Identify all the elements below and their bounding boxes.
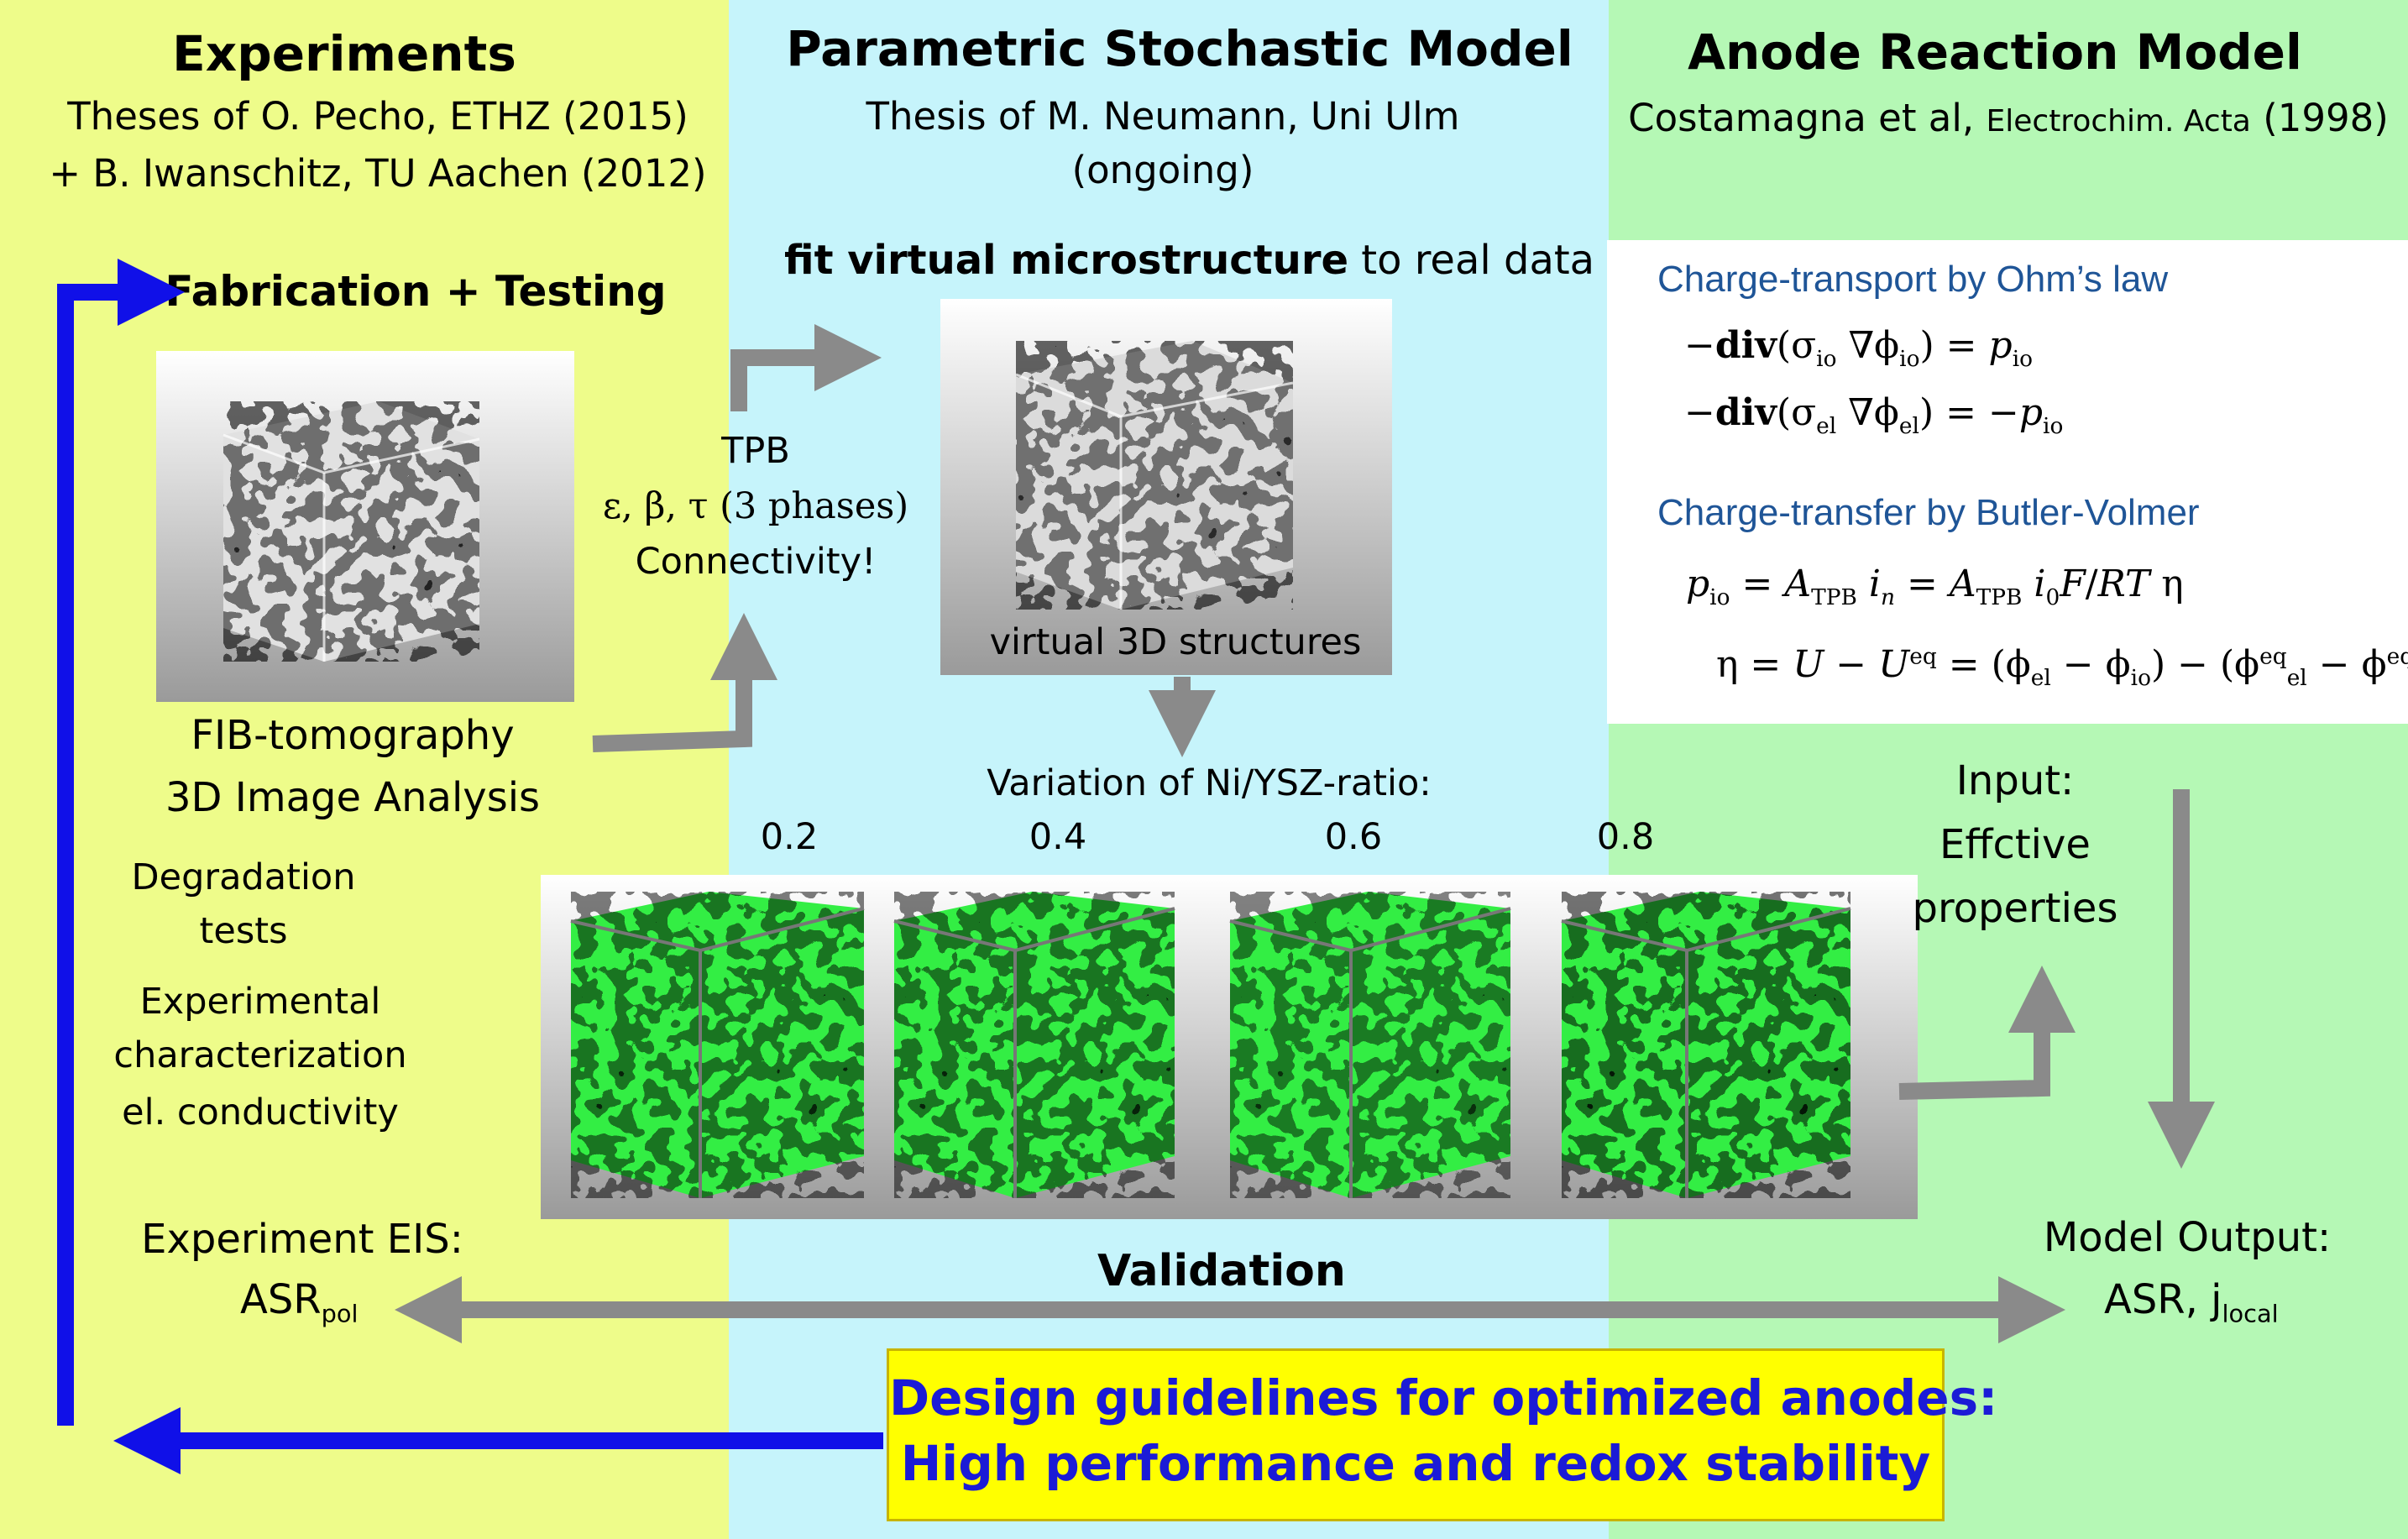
cube-ratio-0.8 xyxy=(1561,892,1851,1198)
fib-cube-image xyxy=(222,401,480,662)
stochastic-thesis-1: Thesis of M. Neumann, Uni Ulm xyxy=(866,94,1460,139)
design-guidelines-line-1: Design guidelines for optimized anodes: xyxy=(889,1369,1998,1426)
overpotential-equation: η = U − Ueq = (ϕel − ϕio) − (ϕeqel − ϕeq… xyxy=(1716,643,2408,691)
ohm-equation-electronic: −div(σel ∇ϕel) = −pio xyxy=(1684,391,2064,439)
stochastic-column xyxy=(729,0,1609,1539)
connectivity-label: Connectivity! xyxy=(635,541,877,583)
model-output-label: Model Output: xyxy=(2043,1214,2332,1261)
experiment-eis-label: Experiment EIS: xyxy=(141,1216,463,1263)
virtual-structures-label: virtual 3D structures xyxy=(989,621,1362,663)
asr-pol-label: ASRpol xyxy=(240,1276,359,1328)
fib-cube-panel xyxy=(156,351,574,702)
butler-volmer-equation: pio = ATPB in = ATPB i0F/RT η xyxy=(1686,563,2184,610)
variation-label: Variation of Ni/YSZ-ratio: xyxy=(987,762,1432,804)
ohm-equation-ionic: −div(σio ∇ϕio) = pio xyxy=(1684,324,2034,372)
experiments-column xyxy=(0,0,729,1539)
exp-char-label-1: Experimental xyxy=(139,981,381,1023)
design-guidelines-line-2: High performance and redox stability xyxy=(900,1435,1931,1492)
input-label-3: properties xyxy=(1912,885,2118,932)
image-analysis-label: 3D Image Analysis xyxy=(165,774,541,821)
cube-ratio-0.2 xyxy=(570,892,865,1198)
experiments-thesis-2: + B. Iwanschitz, TU Aachen (2012) xyxy=(49,151,707,196)
degradation-label-1: Degradation xyxy=(131,856,356,898)
charge-transport-heading: Charge-transport by Ohm’s law xyxy=(1657,259,2169,300)
design-guidelines-box: Design guidelines for optimized anodes: … xyxy=(887,1348,1998,1521)
experiments-title: Experiments xyxy=(172,25,516,82)
ratio-label-0: 0.2 xyxy=(760,816,819,858)
validation-label: Validation xyxy=(1097,1246,1346,1296)
fit-microstructure-label: fit virtual microstructure to real data xyxy=(784,237,1595,284)
virtual-cube-panel xyxy=(940,299,1392,675)
ratio-label-2: 0.6 xyxy=(1324,816,1383,858)
equations-box: Charge-transport by Ohm’s law −div(σio ∇… xyxy=(1607,240,2408,724)
input-label-1: Input: xyxy=(1955,757,2075,804)
exp-char-label-3: el. conductivity xyxy=(122,1091,399,1133)
asr-jlocal-label: ASR, jlocal xyxy=(2104,1276,2279,1328)
anode-title: Anode Reaction Model xyxy=(1688,24,2302,81)
experiments-thesis-1: Theses of O. Pecho, ETHZ (2015) xyxy=(67,94,688,139)
stochastic-title: Parametric Stochastic Model xyxy=(786,20,1573,77)
input-label-2: Effctive xyxy=(1939,821,2091,868)
degradation-label-2: tests xyxy=(199,910,288,952)
exp-char-label-2: characterization xyxy=(113,1034,407,1076)
anode-reference: Costamagna et al, Electrochim. Acta (199… xyxy=(1628,96,2389,140)
parameters-label: ε, β, τ (3 phases) xyxy=(602,485,909,527)
stochastic-thesis-2: (ongoing) xyxy=(1071,148,1254,192)
tpb-label: TPB xyxy=(721,430,790,472)
virtual-cube-image xyxy=(1015,341,1294,610)
ratio-label-1: 0.4 xyxy=(1029,816,1087,858)
ratio-label-3: 0.8 xyxy=(1596,816,1655,858)
cube-ratio-0.6 xyxy=(1229,892,1511,1198)
charge-transfer-heading: Charge-transfer by Butler-Volmer xyxy=(1657,492,2200,533)
ratio-cubes-image xyxy=(570,892,1851,1198)
fib-tomography-label: FIB-tomography xyxy=(191,712,515,759)
ratio-cubes-panel xyxy=(541,875,1918,1219)
cube-ratio-0.4 xyxy=(893,892,1175,1198)
fabrication-testing-label: Fabrication + Testing xyxy=(165,267,667,316)
